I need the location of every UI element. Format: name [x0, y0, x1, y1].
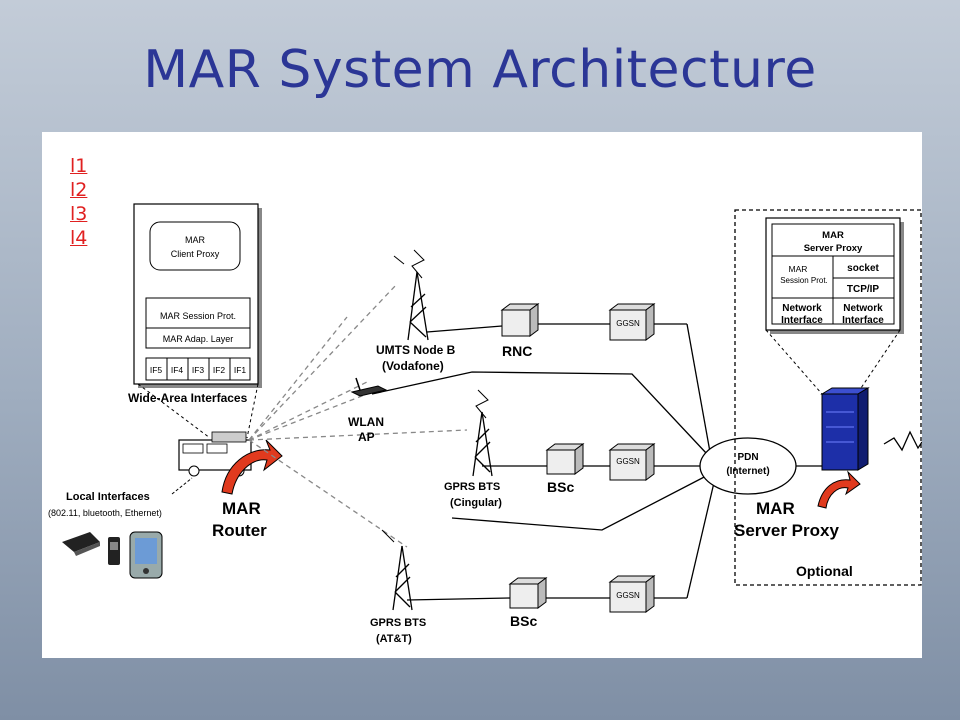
client-proxy-label-1: MAR: [185, 235, 206, 245]
bsc-box-2-icon: [508, 577, 548, 609]
server-zigzag-link: [883, 430, 922, 452]
client-proxy-stack: MAR Client Proxy MAR Session Prot. MAR A…: [128, 203, 262, 405]
backbone-lines: [371, 323, 822, 601]
if1-label: IF1: [234, 365, 247, 375]
ggsn-label-3: GGSN: [616, 591, 640, 600]
pdn-internet-cloud: [699, 437, 797, 495]
optional-label: Optional: [796, 563, 853, 579]
if2-label: IF2: [213, 365, 226, 375]
slide-title: MAR System Architecture: [143, 40, 817, 100]
link-l3[interactable]: l3: [70, 203, 88, 225]
socket-label: socket: [847, 263, 879, 274]
rnc-label: RNC: [502, 343, 532, 359]
server-net-right-1: Network: [843, 303, 883, 314]
bsc-label-1: BSc: [547, 479, 574, 495]
ggsn-label-1: GGSN: [616, 319, 640, 328]
client-session-label: MAR Session Prot.: [160, 311, 236, 321]
tcpip-label: TCP/IP: [847, 284, 880, 295]
rnc-box-icon: [500, 303, 540, 337]
laptop-icon: [62, 532, 100, 556]
router-arrow-icon: [221, 439, 283, 495]
ggsn-box-2: GGSN: [608, 443, 656, 481]
slide-links: l1 l2 l3 l4: [70, 154, 87, 250]
wlan-ap-icon: [350, 377, 388, 397]
client-proxy-label-2: Client Proxy: [171, 249, 220, 259]
server-label-1: MAR: [756, 499, 795, 518]
client-adap-label: MAR Adap. Layer: [163, 334, 234, 344]
gprs2-label-2: (AT&T): [376, 633, 412, 645]
server-proxy-stack: MAR Server Proxy MAR Session Prot. socke…: [765, 217, 904, 334]
server-session-label-2: Session Prot.: [780, 276, 828, 285]
if4-label: IF4: [171, 365, 184, 375]
wlan-label-2: AP: [358, 430, 375, 444]
pdn-label-2: (Internet): [726, 466, 769, 477]
router-label-1: MAR: [222, 499, 261, 518]
link-l1[interactable]: l1: [70, 155, 88, 177]
umts-label-2: (Vodafone): [382, 359, 444, 373]
ggsn-box-3: GGSN: [608, 575, 656, 613]
gprs1-label-2: (Cingular): [450, 497, 502, 509]
link-l2[interactable]: l2: [70, 179, 88, 201]
phone-icon: [108, 537, 120, 565]
local-interfaces-label: Local Interfaces: [66, 491, 150, 503]
umts-tower-icon: [393, 249, 429, 341]
client-projection-lines: [137, 383, 259, 439]
bsc-box-1-icon: [545, 443, 585, 475]
server-rack-icon: [820, 387, 870, 471]
server-net-left-1: Network: [782, 303, 822, 314]
optional-region: [734, 209, 922, 586]
wlan-label-1: WLAN: [348, 415, 384, 429]
gprs-tower-2-icon: [381, 529, 413, 611]
bsc-label-2: BSc: [510, 613, 537, 629]
ggsn-box-1: GGSN: [608, 303, 656, 341]
server-proxy-label-2: Server Proxy: [804, 243, 863, 254]
architecture-diagram-panel: MAR Client Proxy MAR Session Prot. MAR A…: [42, 132, 922, 658]
server-session-label-1: MAR: [789, 264, 808, 274]
router-label-2: Router: [212, 521, 267, 540]
link-l4[interactable]: l4: [70, 227, 88, 249]
server-projection-lines: [765, 329, 901, 395]
pda-icon: [129, 531, 163, 579]
mar-router-vehicle: [178, 431, 252, 477]
gprs2-label-1: GPRS BTS: [370, 617, 426, 629]
if5-label: IF5: [150, 365, 163, 375]
server-proxy-label-1: MAR: [822, 230, 844, 241]
gprs-tower-1-icon: [472, 389, 493, 477]
local-interfaces-sub: (802.11, bluetooth, Ethernet): [48, 508, 162, 518]
server-arrow-icon: [817, 470, 861, 509]
umts-label-1: UMTS Node B: [376, 343, 456, 357]
if3-label: IF3: [192, 365, 205, 375]
architecture-diagram: MAR Client Proxy MAR Session Prot. MAR A…: [48, 203, 922, 645]
radio-links: [248, 283, 468, 548]
wide-area-interfaces-label: Wide-Area Interfaces: [128, 391, 248, 405]
gprs1-label-1: GPRS BTS: [444, 481, 500, 493]
server-net-left-2: Interface: [781, 315, 823, 326]
pdn-label-1: PDN: [737, 452, 758, 463]
server-net-right-2: Interface: [842, 315, 884, 326]
server-label-2: Server Proxy: [734, 521, 839, 540]
ggsn-label-2: GGSN: [616, 457, 640, 466]
